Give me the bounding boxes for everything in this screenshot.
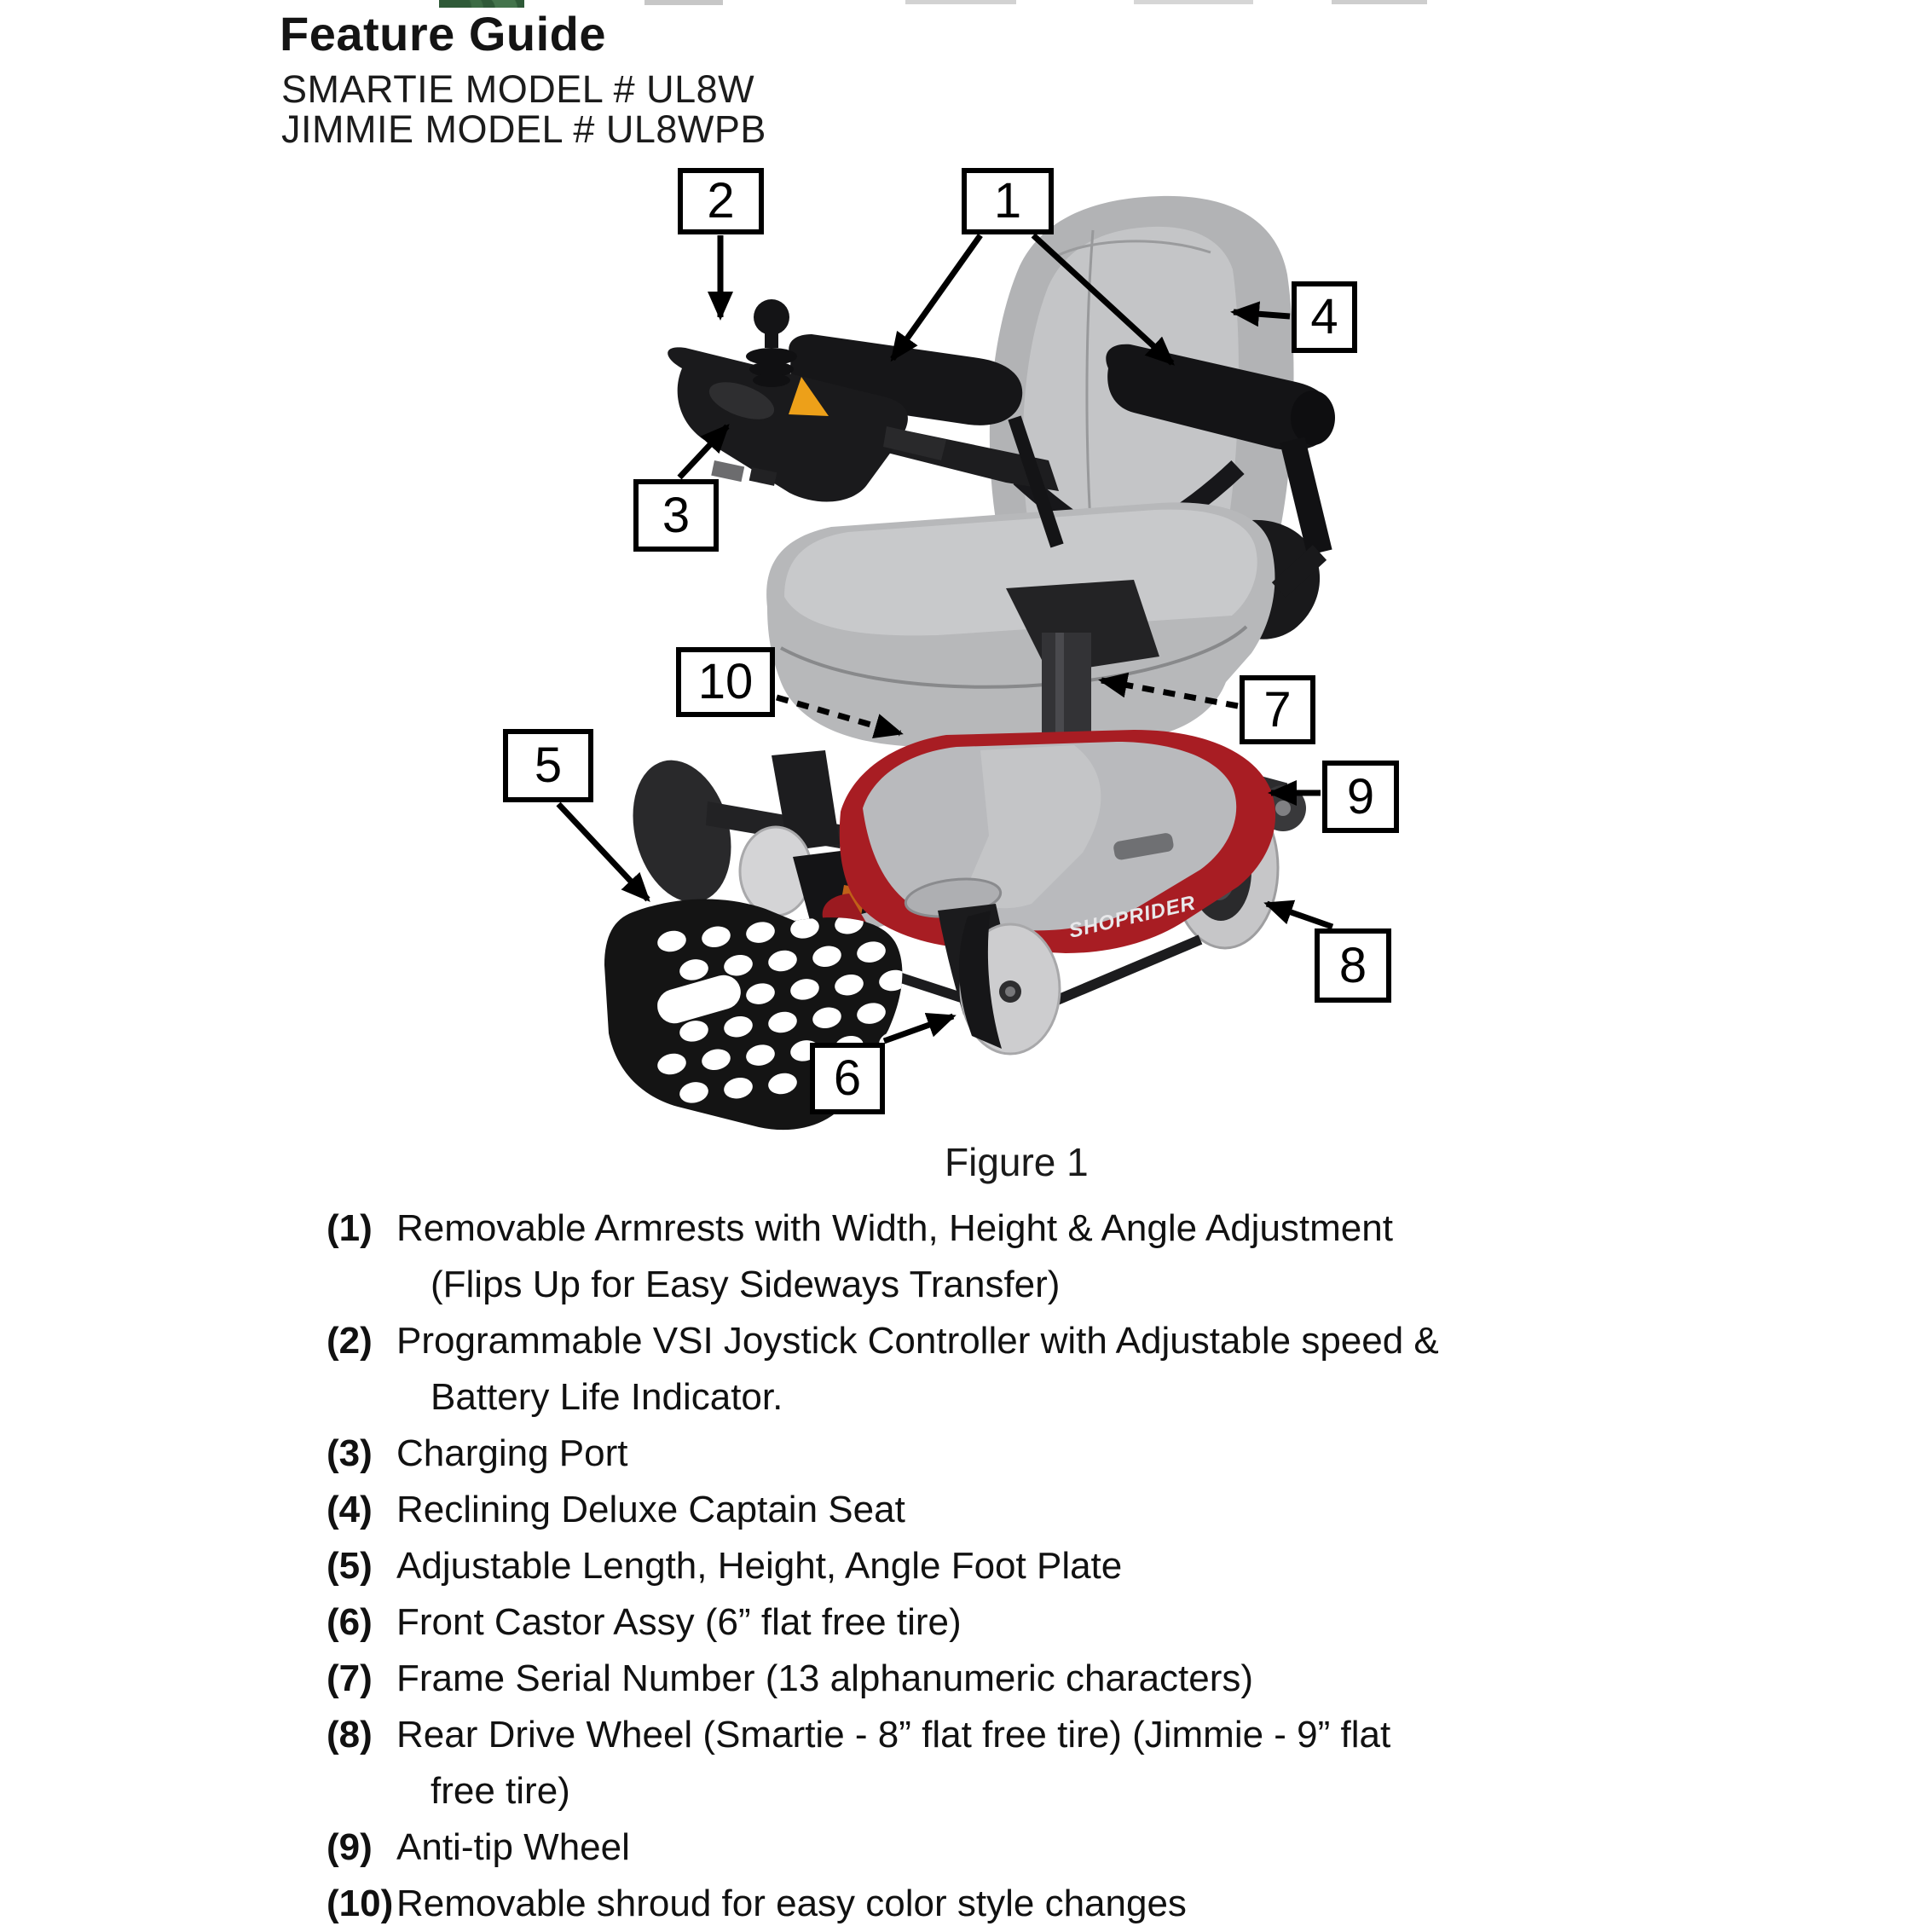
feature-text: Programmable VSI Joystick Controller wit… xyxy=(396,1320,1439,1362)
cutoff-header-fragment xyxy=(644,0,723,5)
feature-number: (1) xyxy=(327,1207,373,1249)
feature-number: (3) xyxy=(327,1432,373,1474)
feature-item-4: (4) Reclining Deluxe Captain Seat xyxy=(327,1482,1682,1538)
feature-item-7: (7) Frame Serial Number (13 alphanumeric … xyxy=(327,1651,1682,1707)
callout-box-2: 2 xyxy=(678,168,764,234)
joystick-controller xyxy=(668,299,946,502)
front-castor-assembly xyxy=(938,904,1061,1056)
arrow-5 xyxy=(556,801,650,902)
model-line-smartie: SMARTIE MODEL # UL8W xyxy=(281,67,755,111)
arrow-6 xyxy=(882,1012,957,1044)
arrow-8 xyxy=(1263,899,1334,930)
callout-arrows xyxy=(556,233,1334,1044)
arrow-7 xyxy=(1098,672,1239,709)
feature-text-cont: free tire) xyxy=(431,1770,570,1812)
cutoff-header-fragment xyxy=(905,0,1016,4)
feature-text: Removable shroud for easy color style ch… xyxy=(396,1883,1187,1924)
feature-item-8: (8) Rear Drive Wheel (Smartie - 8” flat f… xyxy=(327,1707,1682,1819)
callout-box-6: 6 xyxy=(810,1043,885,1114)
arrow-4 xyxy=(1230,301,1291,327)
seat-cushion xyxy=(766,502,1275,747)
feature-text: Frame Serial Number (13 alphanumeric cha… xyxy=(396,1657,1254,1699)
feature-number: (5) xyxy=(327,1545,373,1587)
feature-number: (7) xyxy=(327,1657,373,1699)
feature-text-cont: (Flips Up for Easy Sideways Transfer) xyxy=(431,1264,1061,1305)
feature-item-6: (6) Front Castor Assy (6” flat free tire) xyxy=(327,1594,1682,1651)
charging-port xyxy=(711,460,745,483)
feature-text: Removable Armrests with Width, Height & … xyxy=(396,1207,1393,1249)
feature-item-9: (9) Anti-tip Wheel xyxy=(327,1819,1682,1876)
feature-text: Adjustable Length, Height, Angle Foot Pl… xyxy=(396,1545,1123,1587)
arrow-1a xyxy=(890,233,983,362)
feature-text: Reclining Deluxe Captain Seat xyxy=(396,1489,905,1530)
cutoff-logo-fragment xyxy=(439,0,524,8)
feature-item-10: (10)Removable shroud for easy color styl… xyxy=(327,1876,1682,1932)
feature-text: Rear Drive Wheel (Smartie - 8” flat free… xyxy=(396,1714,1391,1756)
feature-number: (9) xyxy=(327,1826,373,1868)
feature-item-2: (2) Programmable VSI Joystick Controller … xyxy=(327,1313,1682,1426)
feature-number: (10) xyxy=(327,1883,394,1924)
callout-box-7: 7 xyxy=(1240,675,1315,744)
arrow-1b xyxy=(1031,233,1175,366)
feature-number: (2) xyxy=(327,1320,373,1362)
feature-item-1: (1) Removable Armrests with Width, Height… xyxy=(327,1200,1682,1313)
callout-box-5: 5 xyxy=(503,729,593,802)
callout-box-10: 10 xyxy=(676,647,775,717)
cutoff-header-fragment xyxy=(1134,0,1253,4)
figure-caption: Figure 1 xyxy=(945,1140,1089,1184)
feature-item-5: (5) Adjustable Length, Height, Angle Foot… xyxy=(327,1538,1682,1594)
cutoff-header-fragment xyxy=(1332,0,1427,4)
feature-item-3: (3) Charging Port xyxy=(327,1426,1682,1482)
feature-number: (4) xyxy=(327,1489,373,1530)
feature-list: (1) Removable Armrests with Width, Height… xyxy=(327,1200,1682,1932)
callout-box-3: 3 xyxy=(633,479,719,552)
callout-box-8: 8 xyxy=(1315,928,1391,1003)
feature-text-cont: Battery Life Indicator. xyxy=(431,1376,783,1418)
model-line-jimmie: JIMMIE MODEL # UL8WPB xyxy=(281,107,766,151)
feature-text: Front Castor Assy (6” flat free tire) xyxy=(396,1601,962,1643)
callout-box-1: 1 xyxy=(962,168,1054,234)
feature-number: (8) xyxy=(327,1714,373,1756)
callout-box-9: 9 xyxy=(1322,761,1399,833)
feature-text: Charging Port xyxy=(396,1432,628,1474)
arrow-3 xyxy=(677,424,730,480)
feature-number: (6) xyxy=(327,1601,373,1643)
right-armrest xyxy=(1106,344,1335,598)
page-title: Feature Guide xyxy=(280,7,607,61)
callout-box-4: 4 xyxy=(1292,281,1357,353)
warning-triangle-icon xyxy=(789,377,829,416)
feature-text: Anti-tip Wheel xyxy=(396,1826,630,1868)
joystick-knob xyxy=(754,299,789,335)
arrow-10 xyxy=(776,694,904,739)
